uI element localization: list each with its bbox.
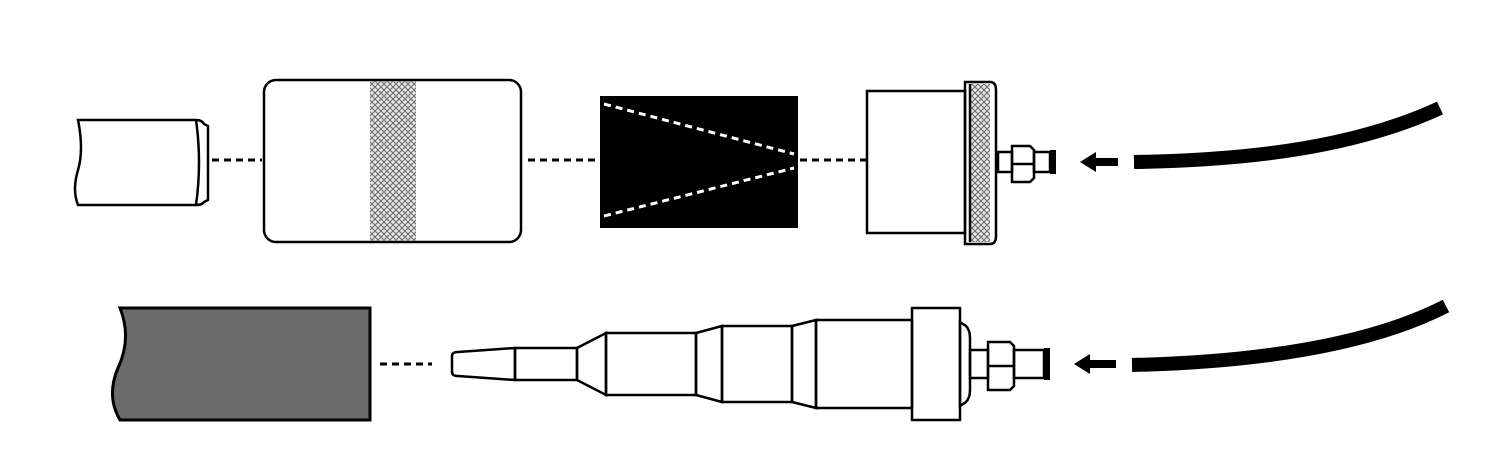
- knurled-band: [370, 81, 416, 241]
- air-hose: [1131, 299, 1450, 372]
- bottom-assembly: [111, 299, 1450, 422]
- stepped-nozzle-tool: [450, 306, 972, 422]
- knurled-band: [970, 84, 990, 242]
- threaded-fitting: [865, 80, 998, 246]
- knurled-sleeve-cylinder: [262, 78, 523, 244]
- cone-block: [600, 96, 798, 228]
- flow-arrow-icon: [1080, 152, 1118, 172]
- top-assembly: [73, 78, 1443, 246]
- gray-bar-stock: [111, 306, 372, 422]
- flow-arrow-icon: [1074, 354, 1116, 374]
- air-hose: [1133, 101, 1443, 169]
- quick-connector: [968, 340, 1050, 392]
- pipe-stub: [73, 118, 210, 207]
- quick-connector: [996, 144, 1056, 184]
